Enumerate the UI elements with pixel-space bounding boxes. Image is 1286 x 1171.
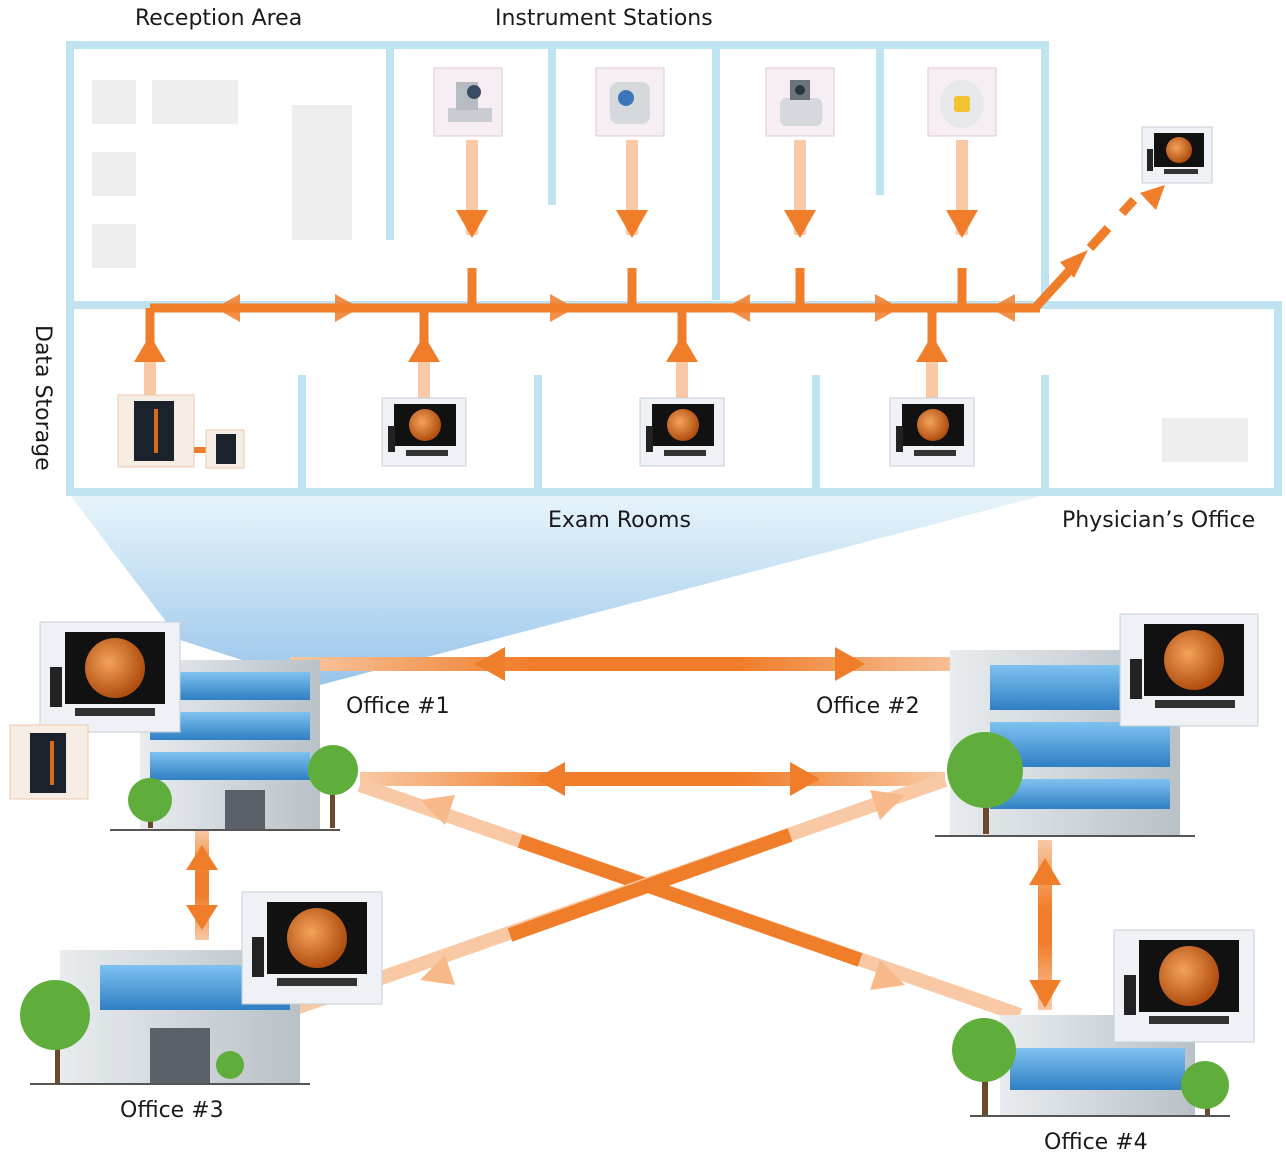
bus-arrows xyxy=(215,294,1015,322)
workstation-icon xyxy=(889,397,975,467)
small-server-icon xyxy=(205,429,245,469)
instrument-icons xyxy=(433,67,997,137)
workstation-icon xyxy=(241,891,383,1005)
exam-workstations xyxy=(381,126,1213,467)
office-building-3 xyxy=(20,891,383,1085)
office-building-1 xyxy=(9,621,358,831)
label-office-1: Office #1 xyxy=(346,694,450,719)
zoom-beam xyxy=(70,495,1045,685)
oct-scanner-icon xyxy=(595,67,665,137)
workstation-icon xyxy=(1119,613,1259,727)
retinal-imager-icon xyxy=(765,67,835,137)
label-exam-rooms: Exam Rooms xyxy=(548,508,691,533)
remote-link xyxy=(1031,185,1165,312)
network-bus xyxy=(145,268,1040,395)
instrument-links xyxy=(456,140,978,238)
label-office-3: Office #3 xyxy=(120,1098,224,1123)
office-building-4 xyxy=(952,929,1255,1117)
tree-icon xyxy=(20,980,244,1084)
label-physicians-office: Physician’s Office xyxy=(1062,508,1256,533)
label-office-4: Office #4 xyxy=(1044,1130,1148,1155)
workstation-icon xyxy=(639,397,725,467)
office-building-2 xyxy=(935,613,1259,837)
tree-icon xyxy=(947,732,1023,834)
remote-workstation-icon xyxy=(1141,126,1213,184)
fundus-camera-icon xyxy=(433,67,503,137)
label-instrument-stations: Instrument Stations xyxy=(495,6,713,31)
visual-field-analyzer-icon xyxy=(927,67,997,137)
reception-furniture xyxy=(92,80,1248,462)
workstation-icon xyxy=(1113,929,1255,1043)
server-tower-icon xyxy=(9,724,89,800)
office-links xyxy=(186,647,1061,1022)
office-building-icon xyxy=(970,1015,1230,1117)
label-reception-area: Reception Area xyxy=(135,6,303,31)
server-tower-icon xyxy=(117,394,195,468)
exam-links xyxy=(134,335,948,400)
label-data-storage: Data Storage xyxy=(30,325,55,471)
workstation-icon xyxy=(39,621,181,733)
tree-icon xyxy=(952,1018,1229,1115)
server-link xyxy=(194,447,208,453)
workstation-icon xyxy=(381,397,467,467)
label-office-2: Office #2 xyxy=(816,694,920,719)
tree-icon xyxy=(128,745,358,828)
storage-servers xyxy=(117,394,245,469)
